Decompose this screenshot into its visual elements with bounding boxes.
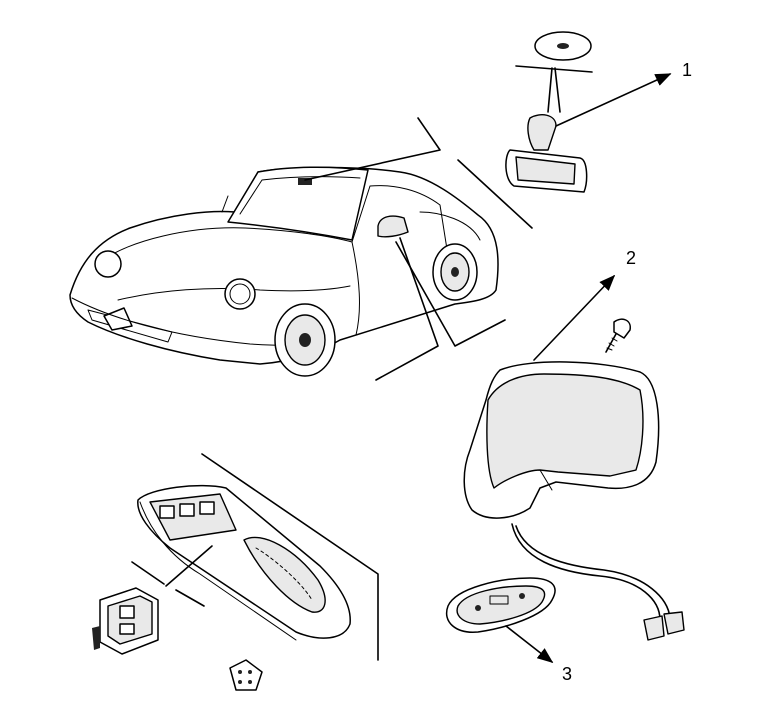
- center-console-icon: [131, 453, 379, 661]
- callout-3: 3: [562, 664, 572, 684]
- screw-icon: [605, 318, 631, 353]
- callout-1: 1: [682, 60, 692, 80]
- front-wheel-icon: [274, 303, 336, 377]
- door-mirror-assembly: [463, 318, 685, 641]
- mirror-gasket-icon: [445, 577, 556, 633]
- leader-lines: [304, 117, 533, 381]
- electrical-connector-icon: [643, 611, 685, 641]
- connector-plug-icon: [229, 659, 263, 691]
- rear-view-mirror-icon: [527, 114, 557, 151]
- interior-mirror-assembly: [505, 31, 593, 193]
- rear-wheel-icon: [432, 243, 478, 301]
- callout-2: 2: [626, 248, 636, 268]
- car-illustration: [69, 166, 499, 377]
- mirror-adjust-switch-icon: [92, 587, 159, 655]
